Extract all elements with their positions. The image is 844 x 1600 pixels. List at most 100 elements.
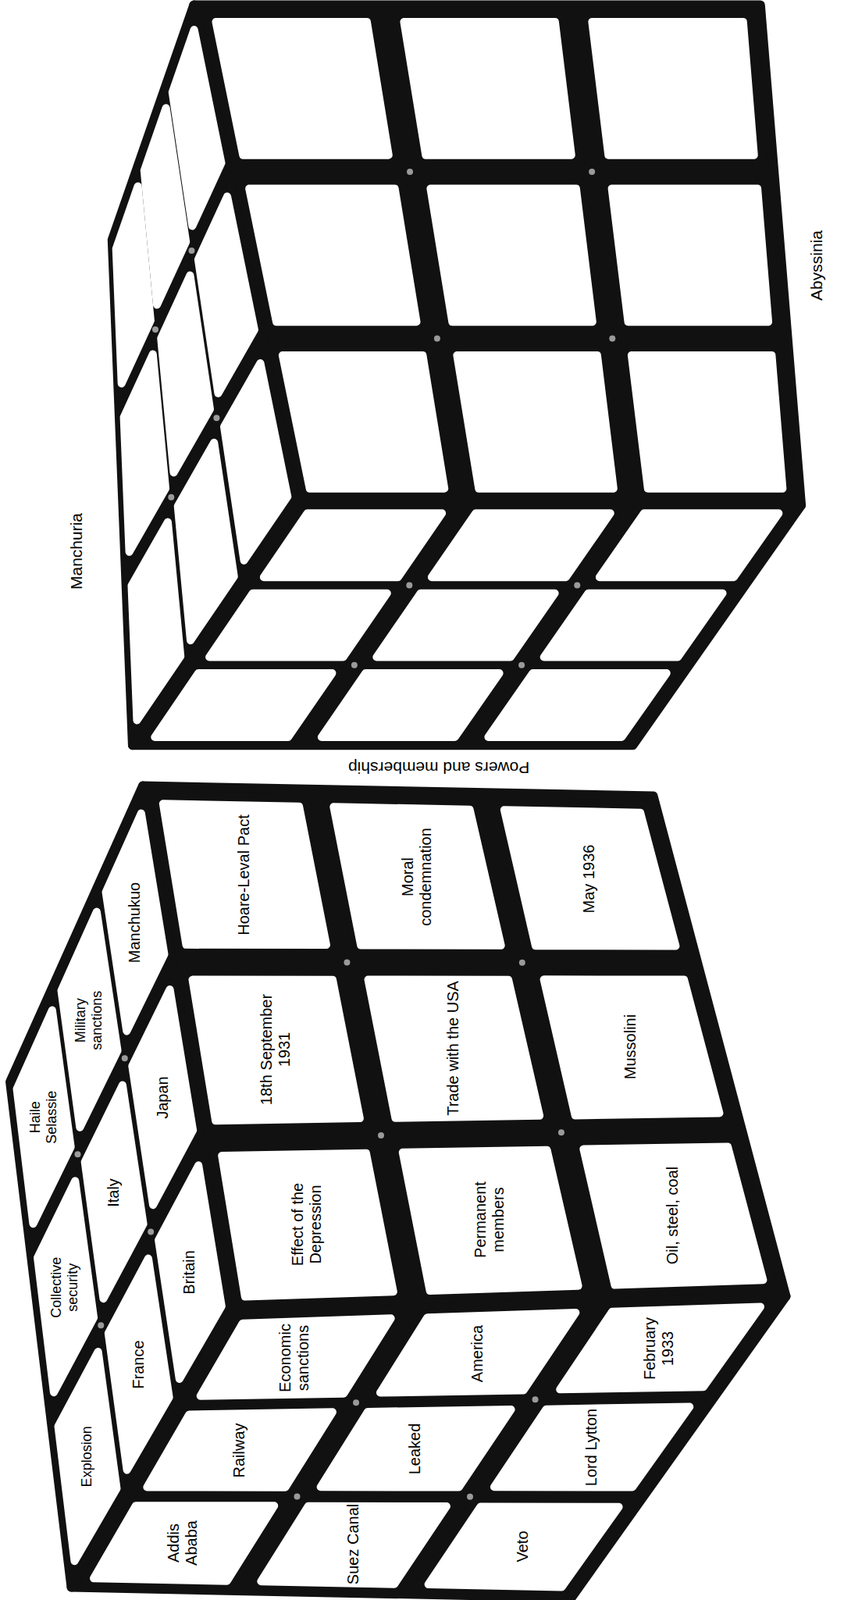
grid-dot xyxy=(147,1228,154,1236)
cube-square xyxy=(37,1180,94,1393)
cube-square xyxy=(249,188,417,322)
label-text: Powers and membership xyxy=(348,758,530,777)
grid-dot xyxy=(74,1150,81,1158)
grid-dot xyxy=(188,247,195,254)
cube-square xyxy=(131,522,181,721)
square-text: Oil, steel, coal xyxy=(663,1147,682,1283)
cube-square xyxy=(58,1351,118,1561)
cube-square-label: Permanent members xyxy=(471,1151,508,1289)
cube-square-label: May 1936 xyxy=(580,811,599,947)
cube-square xyxy=(263,512,442,577)
grid-dot xyxy=(352,1399,360,1406)
cube-square-label: Oil, steel, coal xyxy=(663,1147,682,1283)
grid-dot xyxy=(121,1054,129,1062)
cube-square xyxy=(402,1150,579,1291)
cube-square xyxy=(106,813,165,1032)
square-text: Effect of the Depression xyxy=(288,1154,325,1293)
face-label: Powers and membership xyxy=(348,758,530,777)
cube-square xyxy=(368,979,541,1118)
cube-square xyxy=(178,442,235,641)
grid-dot xyxy=(608,335,616,342)
cube-square xyxy=(487,673,666,738)
cube-square-label: Manchukuo xyxy=(125,880,144,965)
cube-square-label: Haile Selassie xyxy=(27,1075,60,1160)
square-text: Hoare-Leval Pact xyxy=(235,805,253,944)
label-text: Manchuria xyxy=(67,512,86,590)
grid-dot xyxy=(213,414,220,421)
square-text: Trade with the USA xyxy=(444,979,463,1117)
square-text: Permanent members xyxy=(471,1151,508,1289)
cube-square xyxy=(591,21,754,156)
cube-square xyxy=(583,1146,763,1285)
grid-dot xyxy=(377,1132,385,1139)
square-text: America xyxy=(467,1308,486,1398)
square-text: Explosion xyxy=(78,1415,96,1498)
grid-dot xyxy=(167,494,175,501)
grid-dot xyxy=(294,1493,301,1500)
cube-square xyxy=(504,809,677,946)
cube-face xyxy=(142,785,786,1315)
cube-square xyxy=(544,979,720,1115)
cube-square-label: America xyxy=(467,1308,486,1398)
square-text: Lord Lytton xyxy=(581,1400,600,1495)
cube-square-label: Mussolini xyxy=(621,979,640,1115)
square-text: Railway xyxy=(229,1407,248,1493)
grid-dot xyxy=(466,1493,474,1500)
cube-square xyxy=(224,363,288,561)
square-text: Haile Selassie xyxy=(27,1075,60,1160)
square-text: Moral condemnation xyxy=(398,808,435,945)
cube-square-label: Addis Ababa xyxy=(164,1500,201,1585)
cube-square-label: Economic sanctions xyxy=(276,1315,313,1400)
label-text: Abyssinia xyxy=(807,230,827,301)
cube-square xyxy=(154,673,332,738)
cube-square xyxy=(456,355,613,489)
square-text: 18th September 1931 xyxy=(256,980,293,1119)
cube-square xyxy=(209,593,388,658)
cube-square-label: Lord Lytton xyxy=(581,1400,600,1495)
grid-dot xyxy=(351,662,358,669)
cube-square-label: Italy xyxy=(104,1150,123,1234)
cube-square xyxy=(599,512,779,577)
cube-square xyxy=(144,107,186,305)
grid-dot xyxy=(519,959,526,966)
cube-square-label: February 1933 xyxy=(641,1301,677,1396)
grid-dot xyxy=(573,581,581,588)
square-text: Japan xyxy=(153,1056,171,1140)
grid-dot xyxy=(518,662,525,669)
cube-square-label: Trade with the USA xyxy=(444,979,463,1117)
cube-square-label: France xyxy=(129,1323,148,1406)
grid-dot xyxy=(343,958,350,966)
cube-square xyxy=(116,186,151,385)
cube-square xyxy=(221,1153,394,1297)
cube-square xyxy=(430,188,592,322)
cube-square xyxy=(108,1258,170,1471)
cube-square xyxy=(376,593,555,658)
grid-dot xyxy=(434,335,441,342)
cube-square-label: Effect of the Depression xyxy=(288,1154,325,1293)
cube-square-label: Moral condemnation xyxy=(398,808,435,945)
grid-dot xyxy=(558,1128,565,1136)
cube-square-label: 18th September 1931 xyxy=(256,980,293,1119)
face-label: Manchuria xyxy=(67,512,86,590)
cube-square xyxy=(403,21,571,156)
square-text: Italy xyxy=(104,1150,123,1234)
cube-square-label: Leaked xyxy=(405,1403,424,1493)
cube-face xyxy=(132,505,802,745)
cube-square xyxy=(631,355,783,489)
cube-square xyxy=(431,512,611,577)
grid-dot xyxy=(405,581,413,588)
cube-square-label: Explosion xyxy=(78,1415,96,1498)
cube-square xyxy=(163,803,327,945)
face-label: Abyssinia xyxy=(807,230,827,301)
grid-dot xyxy=(588,168,595,175)
square-text: Manchukuo xyxy=(125,880,144,965)
grid-dot xyxy=(532,1395,539,1403)
grid-dot xyxy=(97,1321,104,1329)
cube-square xyxy=(17,1010,72,1225)
cube-square xyxy=(85,1085,144,1300)
cube-square xyxy=(61,911,118,1128)
cube-square-label: Collective security xyxy=(49,1245,82,1329)
cube-square xyxy=(160,275,211,474)
